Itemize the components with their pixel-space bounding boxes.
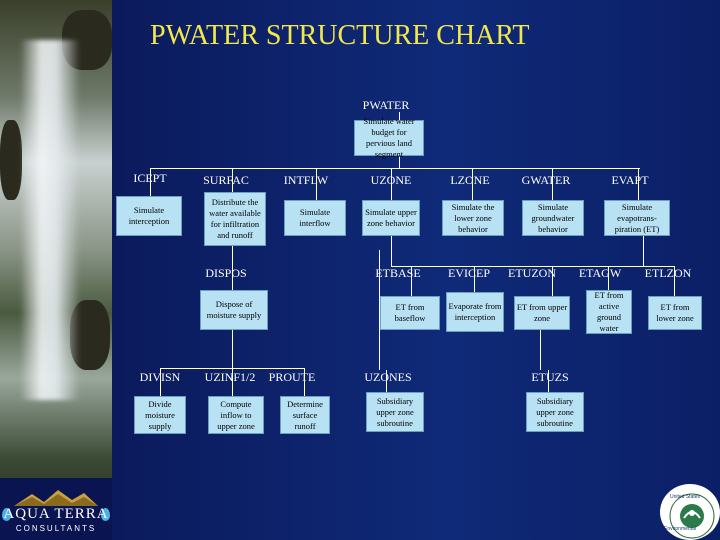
- node-icept-box: Simulate interception: [116, 196, 182, 236]
- connector: [472, 168, 473, 204]
- node-gwater-label: GWATER: [521, 173, 571, 187]
- connector: [399, 112, 400, 120]
- node-etuzon-label: ETUZON: [508, 266, 556, 280]
- connector: [391, 266, 643, 267]
- logo-subtitle: CONSULTANTS: [15, 524, 97, 533]
- connector: [160, 368, 161, 396]
- connector: [391, 236, 392, 266]
- node-etagw-box: ET from active ground water: [586, 290, 632, 334]
- svg-text:Environmental: Environmental: [664, 526, 696, 532]
- node-evapt-label: EVAPT: [611, 173, 649, 187]
- connector: [638, 168, 639, 204]
- connector: [608, 266, 609, 290]
- epa-seal-icon: United States Environmental: [664, 493, 715, 539]
- node-uzones-label: UZONES: [364, 370, 412, 384]
- svg-text:United States: United States: [670, 494, 701, 500]
- node-lzone-label: LZONE: [450, 173, 490, 187]
- node-etbase-label: ETBASE: [375, 266, 421, 280]
- aqua-terra-logo: AQUA TERRA CONSULTANTS: [0, 478, 112, 540]
- connector: [548, 370, 549, 392]
- node-uzone-box: Simulate upper zone behavior: [362, 200, 420, 236]
- connector: [379, 250, 380, 370]
- node-divisn-label: DIVISN: [139, 370, 181, 384]
- node-uzinf-label: UZINF1/2: [204, 370, 256, 384]
- connector: [552, 168, 553, 204]
- node-divisn-box: Divide moisture supply: [134, 396, 186, 434]
- node-etuzs-box: Subsidiary upper zone subroutine: [526, 392, 584, 432]
- node-gwater-box: Simulate groundwater behavior: [522, 200, 584, 236]
- node-icept-label: ICEPT: [133, 171, 167, 185]
- node-pwater-box: Simulate water budget for pervious land …: [354, 116, 424, 159]
- connector: [411, 266, 412, 296]
- connector: [232, 168, 233, 192]
- node-pwater-label: PWATER: [362, 98, 410, 112]
- node-surfac-box: Distribute the water available for infil…: [204, 192, 266, 246]
- node-proute-label: PROUTE: [268, 370, 316, 384]
- connector: [150, 168, 640, 169]
- node-etagw-label: ETAGW: [578, 266, 622, 280]
- connector: [540, 330, 541, 370]
- connector: [150, 168, 151, 210]
- node-evapt-box: Simulate evapotrans- piration (ET): [604, 200, 670, 236]
- node-intflw-label: INTFLW: [283, 173, 329, 187]
- node-intflw-box: Simulate interflow: [284, 200, 346, 236]
- mountain-icon: [14, 490, 98, 506]
- node-etuzon-box: ET from upper zone: [514, 296, 570, 330]
- waterfall-photo: [0, 0, 112, 540]
- logo-name: AQUA TERRA: [3, 506, 109, 522]
- node-uzinf-box: Compute inflow to upper zone: [208, 396, 264, 434]
- node-etlzon-label: ETLZON: [644, 266, 692, 280]
- connector: [399, 156, 400, 168]
- page-title: PWATER STRUCTURE CHART: [150, 20, 530, 51]
- water-drop-icon: [2, 508, 11, 521]
- connector: [391, 168, 392, 204]
- connector: [232, 368, 233, 396]
- node-evicep-label: EVICEP: [448, 266, 490, 280]
- node-etlzon-box: ET from lower zone: [648, 296, 702, 330]
- water-drop-icon: [101, 508, 110, 521]
- node-lzone-box: Simulate the lower zone behavior: [442, 200, 504, 236]
- node-etbase-box: ET from baseflow: [380, 296, 440, 330]
- connector: [316, 168, 317, 204]
- node-evicep-box: Evaporate from interception: [446, 292, 504, 332]
- connector: [232, 330, 233, 368]
- connector: [304, 368, 305, 396]
- connector: [552, 266, 553, 296]
- connector: [474, 266, 475, 292]
- epa-seal: United States Environmental: [660, 484, 720, 540]
- connector: [643, 266, 675, 267]
- slide-background: [112, 0, 720, 540]
- node-proute-box: Determine surface runoff: [280, 396, 330, 434]
- connector: [386, 370, 387, 392]
- connector: [643, 236, 644, 266]
- connector: [674, 266, 675, 296]
- node-dispos-label: DISPOS: [205, 266, 247, 280]
- connector: [232, 246, 233, 290]
- node-uzones-box: Subsidiary upper zone subroutine: [366, 392, 424, 432]
- node-etuzs-label: ETUZS: [531, 370, 569, 384]
- node-surfac-label: SURFAC: [203, 173, 249, 187]
- node-dispos-box: Dispose of moisture supply: [200, 290, 268, 330]
- node-uzone-label: UZONE: [370, 173, 412, 187]
